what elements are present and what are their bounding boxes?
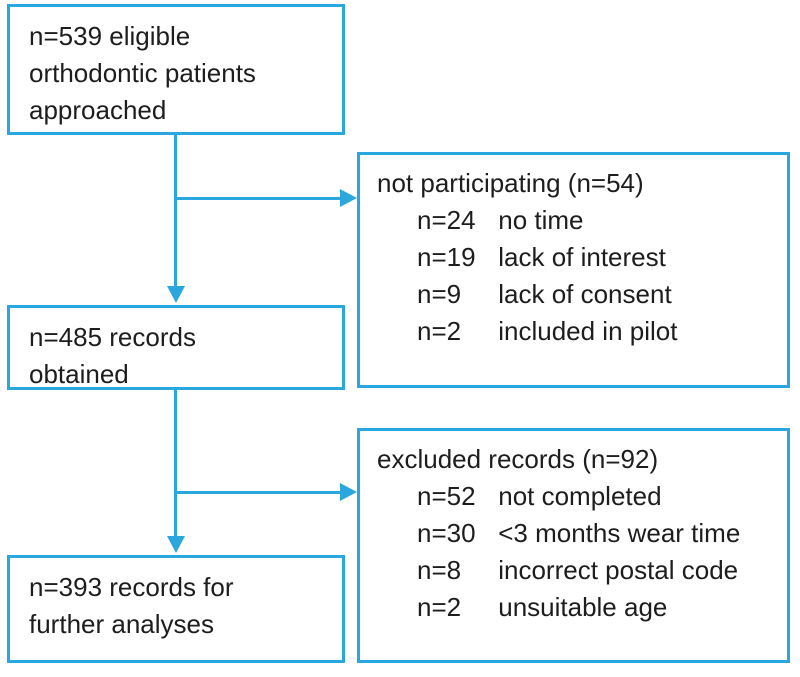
excluded-item-4: n=2 unsuitable age (360, 589, 787, 626)
item-count: n=30 (417, 518, 476, 548)
excluded-item-2: n=30 <3 months wear time (360, 515, 787, 552)
not-participating-item-3: n=9 lack of consent (360, 276, 787, 313)
item-reason: not completed (498, 481, 662, 511)
box-records-obtained: n=485 records obtained (7, 305, 345, 390)
box-records-obtained-line-2: obtained (29, 359, 129, 389)
not-participating-item-4: n=2 included in pilot (360, 313, 787, 350)
arrow-down-icon (167, 536, 185, 553)
box-eligible-approached-text: n=539 eligible orthodontic patients appr… (10, 7, 342, 129)
item-reason: lack of consent (498, 279, 672, 309)
box-excluded-records-title: excluded records (n=92) (377, 444, 659, 474)
arrow-right-icon (340, 189, 357, 207)
item-count: n=9 (417, 279, 462, 309)
box-excluded-records: excluded records (n=92) n=52 not complet… (357, 428, 790, 663)
box-eligible-approached: n=539 eligible orthodontic patients appr… (7, 4, 345, 135)
box-records-analyses: n=393 records for further analyses (7, 555, 345, 663)
item-count: n=2 (417, 592, 462, 622)
arrow-down-icon (167, 286, 185, 303)
not-participating-item-2: n=19 lack of interest (360, 239, 787, 276)
excluded-item-1: n=52 not completed (360, 478, 787, 515)
box-records-analyses-text: n=393 records for further analyses (10, 558, 342, 643)
connector-line-2 (174, 390, 177, 536)
box-eligible-approached-line-3: approached (29, 95, 167, 125)
item-reason: lack of interest (498, 242, 666, 272)
box-not-participating-title: not participating (n=54) (377, 168, 644, 198)
box-records-obtained-line-1: n=485 records (29, 322, 196, 352)
item-count: n=19 (417, 242, 476, 272)
box-records-obtained-text: n=485 records obtained (10, 308, 342, 393)
item-reason: included in pilot (498, 316, 678, 346)
item-reason: <3 months wear time (498, 518, 741, 548)
box-records-analyses-line-2: further analyses (29, 609, 214, 639)
connector-branch-2 (174, 491, 340, 494)
excluded-item-3: n=8 incorrect postal code (360, 552, 787, 589)
box-eligible-approached-line-1: n=539 eligible (29, 21, 191, 51)
item-count: n=24 (417, 205, 476, 235)
item-count: n=2 (417, 316, 462, 346)
item-reason: no time (498, 205, 584, 235)
arrow-right-icon (340, 483, 357, 501)
not-participating-item-1: n=24 no time (360, 202, 787, 239)
item-count: n=8 (417, 555, 462, 585)
item-reason: incorrect postal code (498, 555, 739, 585)
item-reason: unsuitable age (498, 592, 668, 622)
box-not-participating: not participating (n=54) n=24 no time n=… (357, 152, 790, 388)
connector-line-1 (174, 135, 177, 286)
item-count: n=52 (417, 481, 476, 511)
box-records-analyses-line-1: n=393 records for (29, 572, 234, 602)
connector-branch-1 (174, 197, 340, 200)
box-eligible-approached-line-2: orthodontic patients (29, 58, 256, 88)
